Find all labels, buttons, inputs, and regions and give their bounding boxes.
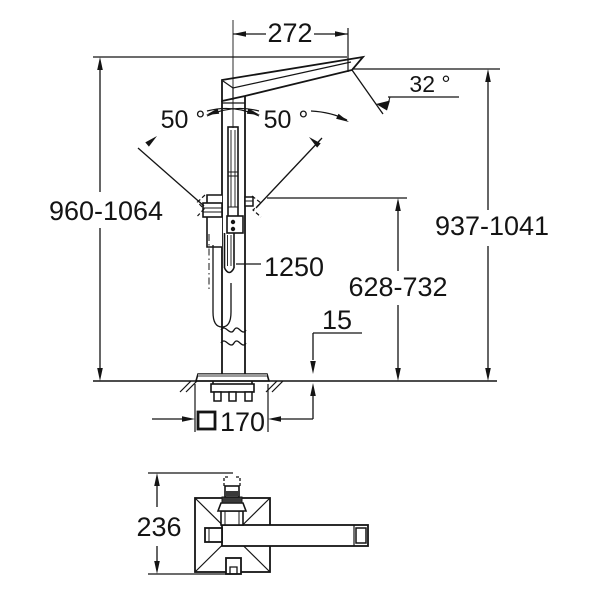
swivel-limit-line (137, 147, 205, 207)
valve-block (226, 215, 244, 234)
arrowhead (335, 31, 348, 37)
faucet-front (194, 20, 366, 402)
arrowhead (485, 368, 491, 381)
swivel-limit-line (255, 137, 323, 209)
arrowhead (206, 108, 220, 115)
arrowhead (376, 100, 390, 111)
arrowhead (246, 108, 260, 115)
dimension-holder-height: 628-732 (267, 197, 448, 381)
swivel-position-mark (196, 194, 206, 217)
arrowhead (233, 31, 246, 37)
arrowhead (145, 136, 157, 147)
handle-plan (204, 527, 223, 543)
spout-end-cap (355, 527, 367, 544)
dimension-spout-width: 272 (233, 18, 349, 72)
mounting-bolt (228, 391, 237, 402)
arrowhead (310, 361, 316, 374)
mounting-flange (210, 383, 255, 393)
plate-tab (225, 557, 242, 575)
arrowhead (336, 113, 349, 122)
angle-label: 50 ° (264, 106, 309, 134)
valve-dot (230, 219, 236, 225)
dimension-overall-height: 960-1064 (49, 56, 347, 381)
arrowhead (182, 416, 195, 422)
arrowhead (154, 473, 160, 486)
base-plate-top-shade (198, 374, 267, 377)
mounting-bolt (213, 391, 222, 402)
dashed-bracket (223, 476, 229, 486)
arrowhead (309, 137, 321, 148)
angle-side-line (351, 69, 384, 115)
plate-tab-notch (229, 566, 238, 574)
dimension-label: 170 (220, 407, 265, 437)
hand-shower-front (227, 126, 239, 223)
holder-clamp (202, 202, 223, 218)
arrowhead (97, 368, 103, 381)
shower-grip-tip (223, 267, 235, 274)
dimension-label: 15 (322, 305, 352, 335)
dimension-plate-offset: 15 (310, 305, 362, 419)
angle-label: 32 ° (409, 71, 450, 97)
dashed-bracket (235, 476, 241, 486)
valve-dot (230, 226, 236, 232)
spout (221, 55, 366, 103)
annotation-spout-angle: 32 ° (351, 69, 459, 115)
dimension-label: 937-1041 (435, 211, 549, 241)
break-line (220, 327, 247, 333)
dimension-spout-height: 937-1041 (352, 68, 549, 381)
hose-loop (212, 245, 232, 328)
top-view: 236 (136, 472, 369, 575)
arrowhead (395, 198, 401, 211)
floor-hatch (271, 380, 284, 393)
floor (93, 380, 497, 393)
arrowhead (395, 368, 401, 381)
arrowhead (268, 416, 281, 422)
holder-cone (216, 502, 248, 512)
shower-head-shade (224, 491, 240, 496)
arrowhead (154, 561, 160, 574)
dimension-label: 272 (267, 18, 312, 48)
spout-plan (221, 524, 369, 547)
arrowhead (97, 57, 103, 70)
holder-column (220, 510, 244, 526)
dimension-label: 960-1064 (49, 196, 163, 226)
arrowhead (310, 383, 316, 396)
floor-hatch (185, 380, 198, 393)
annotation-swivel-angles: 50 ° 50 ° (137, 106, 349, 209)
dimension-label: 628-732 (348, 272, 447, 302)
floor-hatch (179, 380, 192, 393)
arrowhead (485, 69, 491, 82)
square-symbol-icon (196, 410, 217, 431)
dimension-depth: 236 (136, 472, 237, 575)
dimension-label: 1250 (264, 252, 324, 282)
dimension-hose-length: 1250 (236, 252, 324, 282)
holder-shade-band (221, 496, 243, 504)
mounting-bolt (244, 391, 253, 402)
front-view: 272 960-1064 937-1041 628-732 (49, 18, 549, 437)
dimension-base-plate-size: 170 (152, 384, 313, 437)
break-line (220, 340, 247, 346)
shower-holder-plan (216, 476, 248, 526)
angle-label: 50 ° (161, 106, 206, 134)
dimension-label: 236 (136, 512, 181, 542)
